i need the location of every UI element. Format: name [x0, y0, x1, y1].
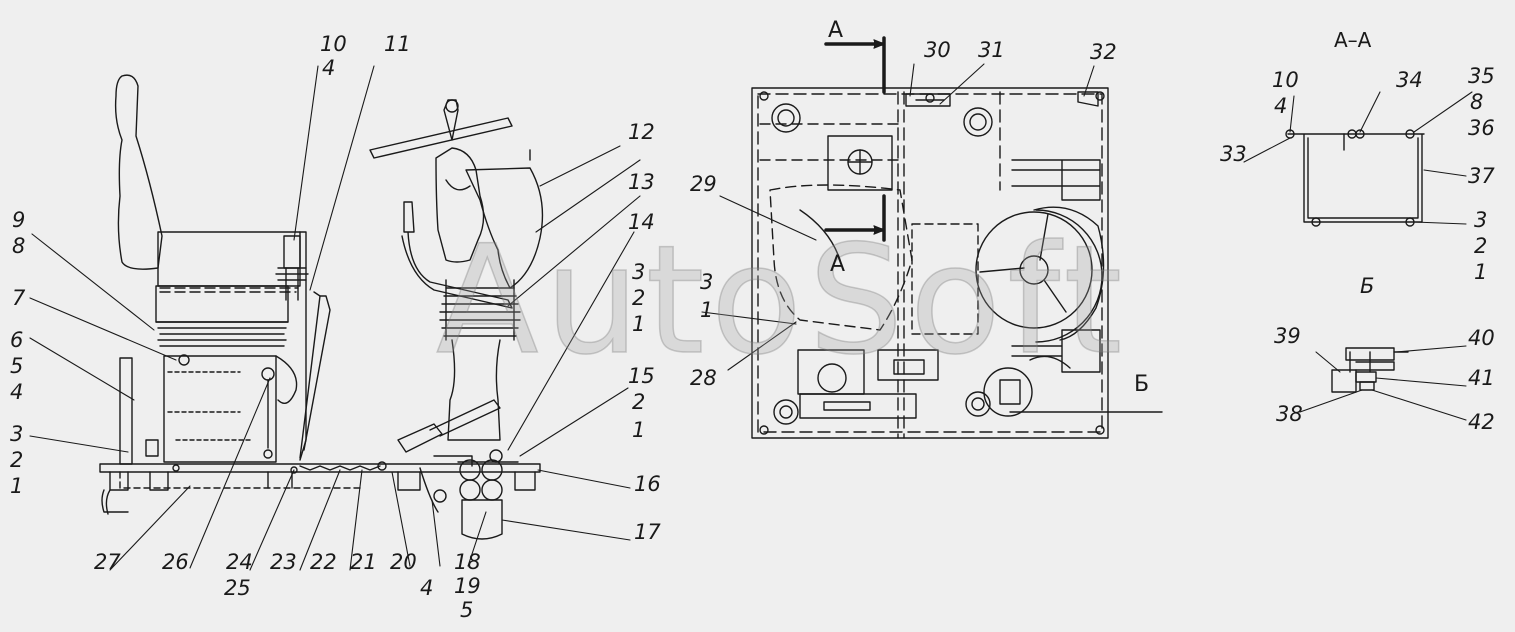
steering-wheel — [369, 117, 513, 159]
label-3: 3 — [1474, 208, 1488, 232]
support-post — [119, 357, 133, 465]
control-lever — [401, 201, 513, 309]
label-21: 21 — [350, 550, 377, 574]
label-29: 29 — [690, 172, 717, 196]
label-2: 2 — [632, 286, 646, 310]
label-4: 4 — [322, 56, 336, 80]
label-30: 30 — [924, 38, 951, 62]
label-7: 7 — [12, 286, 26, 310]
label-31: 31 — [978, 38, 1005, 62]
label-39: 39 — [1274, 324, 1301, 348]
label-26: 26 — [162, 550, 189, 574]
label-6: 6 — [10, 328, 24, 352]
watermark: AutoSoft — [435, 214, 1129, 388]
label-8: 8 — [12, 234, 26, 258]
view-title-b: Б — [1360, 274, 1375, 298]
view-b — [1331, 347, 1409, 393]
label-4: 4 — [10, 380, 24, 404]
section-aa — [1285, 129, 1425, 227]
label-19: 19 — [454, 574, 481, 598]
hatch-plate — [827, 135, 893, 191]
label-14: 14 — [628, 210, 655, 234]
label-23: 23 — [270, 550, 297, 574]
floor-plate — [99, 463, 541, 473]
label-36: 36 — [1468, 116, 1495, 140]
brake-cylinder — [459, 479, 481, 501]
label-27: 27 — [94, 550, 121, 574]
section-title-aa: А–А — [1334, 28, 1372, 52]
label-8: 8 — [1470, 90, 1484, 114]
side-view — [99, 74, 544, 540]
label-3: 3 — [10, 422, 24, 446]
label-5: 5 — [10, 354, 24, 378]
label-1: 1 — [10, 474, 24, 498]
label-2: 2 — [632, 390, 646, 414]
label-38: 38 — [1276, 402, 1303, 426]
label-10: 10 — [320, 32, 347, 56]
label-42: 42 — [1468, 410, 1495, 434]
label-3: 3 — [700, 270, 714, 294]
plan-view — [751, 36, 1163, 439]
seat-backrest — [114, 74, 163, 270]
label-13: 13 — [628, 170, 655, 194]
section-mark-a-mid: А — [830, 252, 846, 277]
label-33: 33 — [1220, 142, 1247, 166]
label-1: 1 — [632, 418, 646, 442]
label-4: 4 — [1274, 94, 1288, 118]
label-37: 37 — [1468, 164, 1495, 188]
label-16: 16 — [634, 472, 661, 496]
label-32: 32 — [1090, 40, 1117, 64]
seat-suspension — [155, 321, 289, 347]
label-24: 24 — [226, 550, 253, 574]
label-41: 41 — [1468, 366, 1495, 390]
label-12: 12 — [628, 120, 655, 144]
label-1: 1 — [1474, 260, 1488, 284]
label-17: 17 — [634, 520, 661, 544]
seat-base — [163, 355, 277, 463]
column-bellows — [439, 287, 521, 337]
pedal — [397, 399, 501, 453]
label-2: 2 — [1474, 234, 1488, 258]
label-25: 25 — [224, 576, 251, 600]
label-22: 22 — [310, 550, 337, 574]
label-35: 35 — [1468, 64, 1495, 88]
floor-outline — [751, 87, 1109, 439]
label-1: 1 — [632, 312, 646, 336]
leader-lines — [29, 63, 1473, 571]
label-28: 28 — [690, 366, 717, 390]
boss — [771, 103, 801, 133]
switch-body — [1331, 369, 1357, 393]
label-9: 9 — [12, 208, 26, 232]
section-mark-a-top: А — [828, 18, 844, 43]
label-5: 5 — [460, 598, 474, 622]
label-20: 20 — [390, 550, 417, 574]
label-10: 10 — [1272, 68, 1299, 92]
steering-column — [435, 147, 485, 263]
bracket-profile — [1287, 133, 1425, 223]
label-18: 18 — [454, 550, 481, 574]
label-2: 2 — [10, 448, 24, 472]
steering-wheel-plan — [1035, 209, 1103, 343]
label-15: 15 — [628, 364, 655, 388]
label-11: 11 — [384, 32, 411, 56]
view-mark-b: Б — [1134, 372, 1150, 397]
label-34: 34 — [1396, 68, 1423, 92]
label-40: 40 — [1468, 326, 1495, 350]
label-3: 3 — [632, 260, 646, 284]
label-1: 1 — [700, 298, 714, 322]
label-4: 4 — [420, 576, 434, 600]
